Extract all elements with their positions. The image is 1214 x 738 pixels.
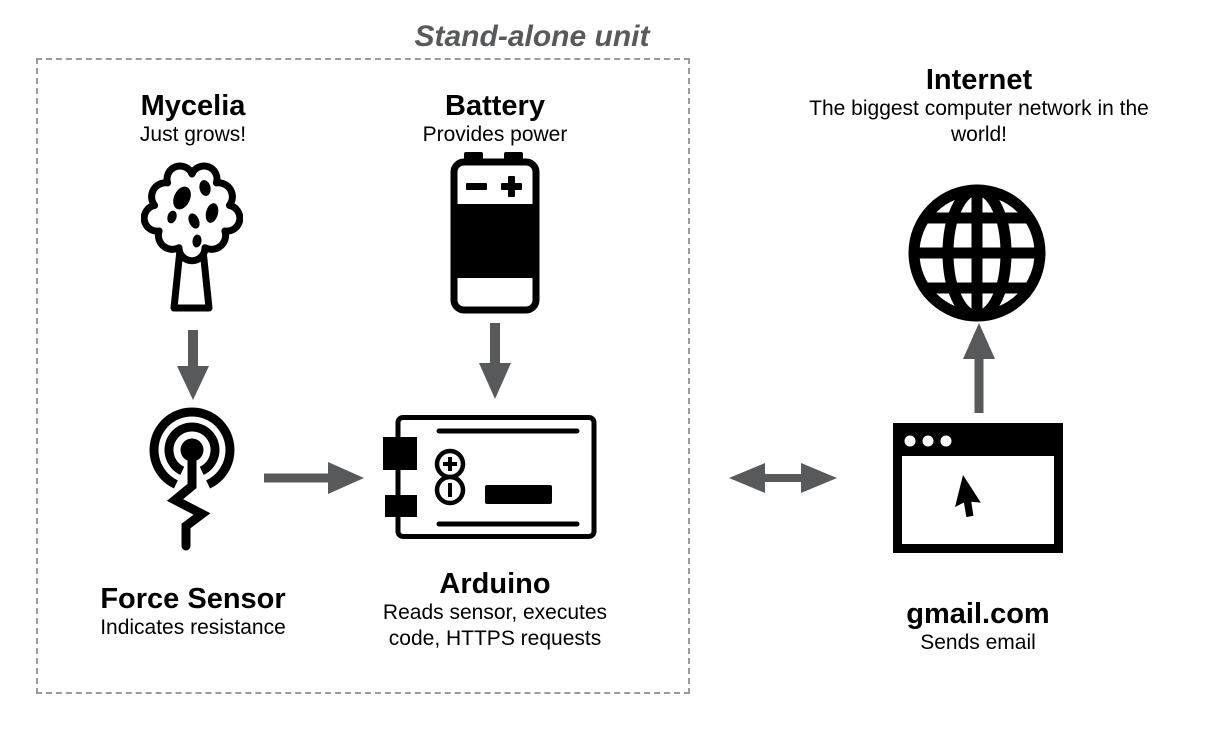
arrow-mycelia-to-force-sensor bbox=[177, 330, 209, 400]
node-force-sensor-text: Force Sensor Indicates resistance bbox=[73, 583, 313, 641]
arduino-board-icon bbox=[383, 415, 597, 539]
browser-window-icon bbox=[893, 423, 1063, 553]
globe-icon bbox=[908, 184, 1046, 322]
battery-label: Battery bbox=[445, 90, 545, 122]
arduino-desc: Reads sensor, executes code, HTTPS reque… bbox=[382, 601, 608, 650]
arrow-gmail-to-internet bbox=[963, 323, 995, 413]
gmail-desc: Sends email bbox=[920, 631, 1036, 654]
battery-icon bbox=[450, 152, 540, 314]
stand-alone-unit-boundary bbox=[36, 58, 690, 694]
arrow-force-sensor-to-arduino bbox=[264, 462, 364, 494]
node-mycelia-text: Mycelia Just grows! bbox=[93, 90, 293, 148]
node-gmail-text: gmail.com Sends email bbox=[828, 598, 1128, 656]
gmail-label: gmail.com bbox=[906, 598, 1050, 630]
internet-desc: The biggest computer network in the worl… bbox=[809, 97, 1149, 146]
node-arduino-text: Arduino Reads sensor, executes code, HTT… bbox=[360, 568, 630, 652]
battery-desc: Provides power bbox=[422, 123, 568, 146]
node-internet-text: Internet The biggest computer network in… bbox=[805, 64, 1153, 148]
force-sensor-desc: Indicates resistance bbox=[100, 616, 286, 639]
internet-label: Internet bbox=[925, 64, 1033, 96]
mycelia-label: Mycelia bbox=[140, 90, 246, 122]
arrow-battery-to-arduino bbox=[479, 323, 511, 399]
mycelia-desc: Just grows! bbox=[139, 123, 247, 146]
arrow-arduino-gmail-bidirectional bbox=[729, 463, 837, 493]
force-sensor-label: Force Sensor bbox=[100, 583, 286, 615]
stand-alone-unit-title: Stand-alone unit bbox=[414, 20, 650, 53]
mycelia-blob-icon bbox=[141, 162, 243, 312]
force-sensor-icon bbox=[149, 407, 235, 551]
arduino-label: Arduino bbox=[439, 568, 551, 600]
node-battery-text: Battery Provides power bbox=[395, 90, 595, 148]
cursor-icon bbox=[955, 475, 981, 518]
